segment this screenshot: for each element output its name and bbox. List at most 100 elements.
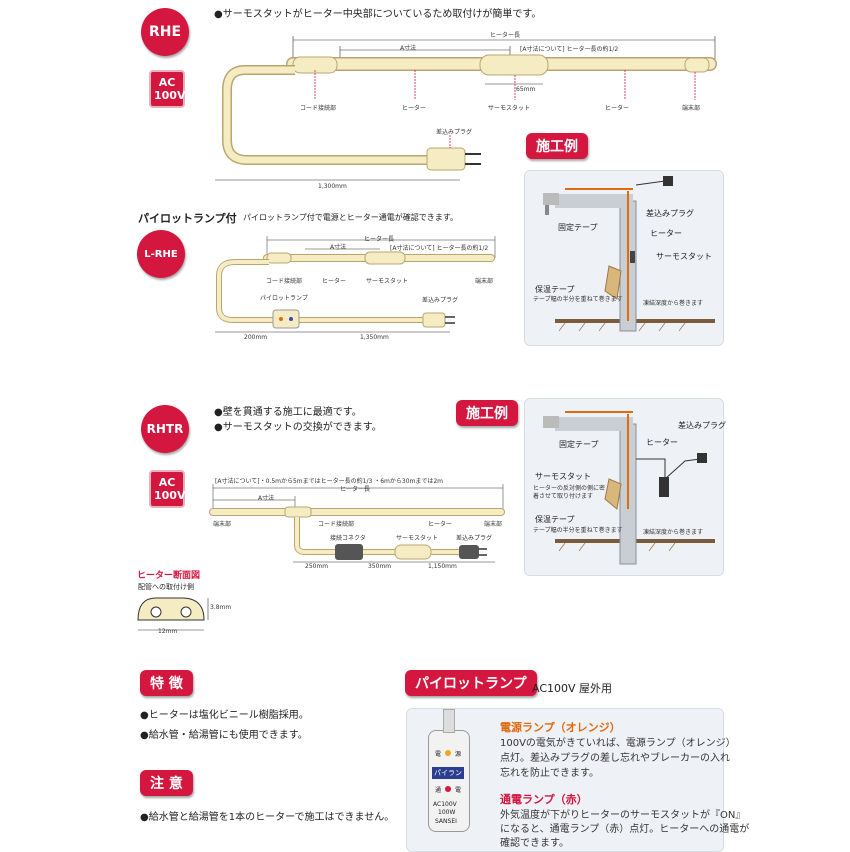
rhtr-thermostat: サーモスタット [396, 535, 439, 542]
section-drawing [137, 597, 209, 631]
example2-panel [524, 398, 724, 576]
power-lamp-text-1: 100Vの電気がきていれば、電源ランプ（オレンジ） [500, 738, 736, 749]
lrhe-200mm: 200mm [244, 334, 268, 341]
rhe-cord-joint: コード接続部 [300, 105, 337, 112]
rhtr-a-dim: A寸法 [258, 495, 275, 502]
lrhe-1350mm: 1,350mm [360, 334, 389, 341]
rhtr-badge: RHTR [141, 405, 189, 453]
example2-plug: 差込みプラグ [678, 421, 726, 430]
rhe-description: ●サーモスタットがヒーター中央部についているため取付けが簡単です。 [214, 9, 542, 20]
lrhe-cord-joint: コード接続部 [266, 278, 303, 285]
pilot-lamp-power-right: 源 [455, 751, 462, 758]
example1-plug: 差込みプラグ [646, 209, 694, 218]
rhe-1300mm: 1,300mm [318, 183, 347, 190]
lrhe-thermostat: サーモスタット [366, 278, 409, 285]
power-lamp-title: 電源ランプ（オレンジ） [500, 721, 621, 734]
rhe-badge: RHE [141, 8, 189, 56]
section-title: ヒーター断面図 [137, 571, 201, 581]
example2-title: 施工例 [456, 400, 518, 426]
rhe-end: 端末部 [682, 105, 701, 112]
example1-insulation: 保温テープ [535, 285, 575, 294]
features-item-2: ●給水管・給湯管にも使用できます。 [140, 730, 308, 741]
lrhe-heater: ヒーター [322, 278, 347, 285]
rhtr-heater: ヒーター [428, 521, 453, 528]
rhe-thermostat: サーモスタット [488, 105, 531, 112]
example2-thermo-note: ヒーターの反対側の側に密着させて取り付けます [533, 485, 606, 500]
example1-illustration [543, 176, 715, 332]
rhe-a-dim: A寸法 [400, 45, 417, 52]
rhtr-ac-badge: AC 100V [149, 470, 185, 508]
lrhe-end: 端末部 [475, 278, 494, 285]
rhe-diagram [215, 36, 717, 181]
pilot-lamp-name: パイラン [432, 767, 464, 779]
rhtr-bullet-1: ●壁を貫通する施工に最適です。 [214, 407, 362, 418]
rhe-65mm: 65mm [516, 86, 536, 93]
rhtr-about-a: [A寸法について]・0.5mから5mまではヒーター長の約1/3 ・6mから30m… [215, 478, 444, 485]
example1-panel [524, 170, 724, 346]
pilot-lamp-watt: 100W [438, 809, 456, 816]
pilot-lamp-current-right: 電 [455, 787, 462, 794]
rhe-plug: 差込みプラグ [436, 129, 473, 136]
rhe-heater-2: ヒーター [605, 105, 630, 112]
example2-insulation-note: テープ幅の半分を重ねて巻きます [533, 527, 623, 534]
pilot-lamp-device: 電 源 パイラン 通 電 AC100V 100W SANSEI [428, 709, 470, 832]
current-lamp-title: 通電ランプ（赤） [500, 793, 588, 806]
example1-thermostat: サーモスタット [656, 252, 712, 261]
orange-lamp-icon [445, 750, 451, 756]
rhe-ac-badge: AC 100V [149, 70, 185, 108]
example1-fixing-tape: 固定テープ [558, 223, 598, 232]
rhe-heater-1: ヒーター [402, 105, 427, 112]
example1-insulation-note: テープ幅の半分を重ねて巻きます [533, 296, 623, 303]
pilot-cable [443, 709, 455, 733]
lrhe-a-dim: A寸法 [330, 244, 347, 251]
example2-insulation: 保温テープ [535, 515, 575, 524]
lrhe-description: パイロットランプ付で電源とヒーター通電が確認できます。 [243, 213, 458, 222]
power-lamp-text-2: 点灯。差込みプラグの差し忘れやブレーカーの入れ [500, 753, 730, 764]
section-subtitle: 配管への取付け側 [138, 583, 194, 591]
rhe-heater-length: ヒーター長 [490, 32, 521, 39]
example2-heater: ヒーター [646, 438, 678, 447]
lrhe-about-a: [A寸法について] ヒーター長の約1/2 [390, 245, 489, 252]
pilot-lamp-maker: SANSEI [435, 818, 457, 825]
rhtr-1150mm: 1,150mm [428, 563, 457, 570]
pilot-title: パイロットランプ [405, 670, 537, 696]
example2-illustration [543, 411, 715, 565]
pilot-spec: AC100V 屋外用 [532, 682, 613, 695]
rhtr-plug: 差込みプラグ [456, 535, 493, 542]
caution-item-1: ●給水管と給湯管を1本のヒーターで施工はできません。 [140, 812, 395, 823]
example1-title: 施工例 [526, 133, 588, 159]
current-lamp-text-3: 確認できます。 [500, 838, 569, 849]
lrhe-badge: L-RHE [137, 230, 185, 278]
pilot-lamp-current-left: 通 [435, 787, 442, 794]
power-lamp-text-3: 忘れを防止できます。 [500, 768, 599, 779]
lrhe-pilot: パイロットランプ [260, 295, 308, 302]
features-title: 特 徴 [140, 670, 193, 696]
lrhe-title: パイロットランプ付 [138, 212, 237, 225]
lrhe-heater-length: ヒーター長 [364, 236, 395, 243]
rhtr-250mm: 250mm [305, 563, 329, 570]
current-lamp-text-2: になると、通電ランプ（赤）点灯。ヒーターへの通電が [500, 824, 750, 835]
current-lamp-text-1: 外気温度が下がりヒーターのサーモスタットが『ON』 [500, 810, 746, 821]
rhtr-cord-joint: コード接続部 [318, 521, 355, 528]
example2-fixing-tape: 固定テープ [559, 440, 599, 449]
red-lamp-icon [445, 786, 451, 792]
rhtr-end-2: 端末部 [484, 521, 503, 528]
rhtr-diagram [209, 484, 505, 563]
rhtr-350mm: 350mm [368, 563, 392, 570]
lrhe-diagram [215, 236, 496, 333]
example1-frozen: 凍結深度から巻きます [643, 300, 704, 307]
section-width: 12mm [158, 628, 178, 635]
rhtr-end-1: 端末部 [213, 521, 232, 528]
pilot-lamp-voltage: AC100V [433, 801, 457, 808]
rhtr-connector: 接続コネクタ [330, 535, 366, 542]
section-height: 3.8mm [210, 604, 232, 611]
example2-frozen: 凍結深度から巻きます [643, 529, 704, 536]
features-item-1: ●ヒーターは塩化ビニール樹脂採用。 [140, 710, 309, 721]
pilot-lamp-power-left: 電 [435, 751, 442, 758]
example2-thermostat: サーモスタット [535, 472, 591, 481]
rhe-about-a: [A寸法について] ヒーター長の約1/2 [520, 46, 619, 53]
caution-title: 注 意 [140, 770, 193, 796]
rhtr-heater-length: ヒーター長 [340, 486, 371, 493]
rhtr-bullet-2: ●サーモスタットの交換ができます。 [214, 422, 382, 433]
example1-heater: ヒーター [650, 229, 682, 238]
